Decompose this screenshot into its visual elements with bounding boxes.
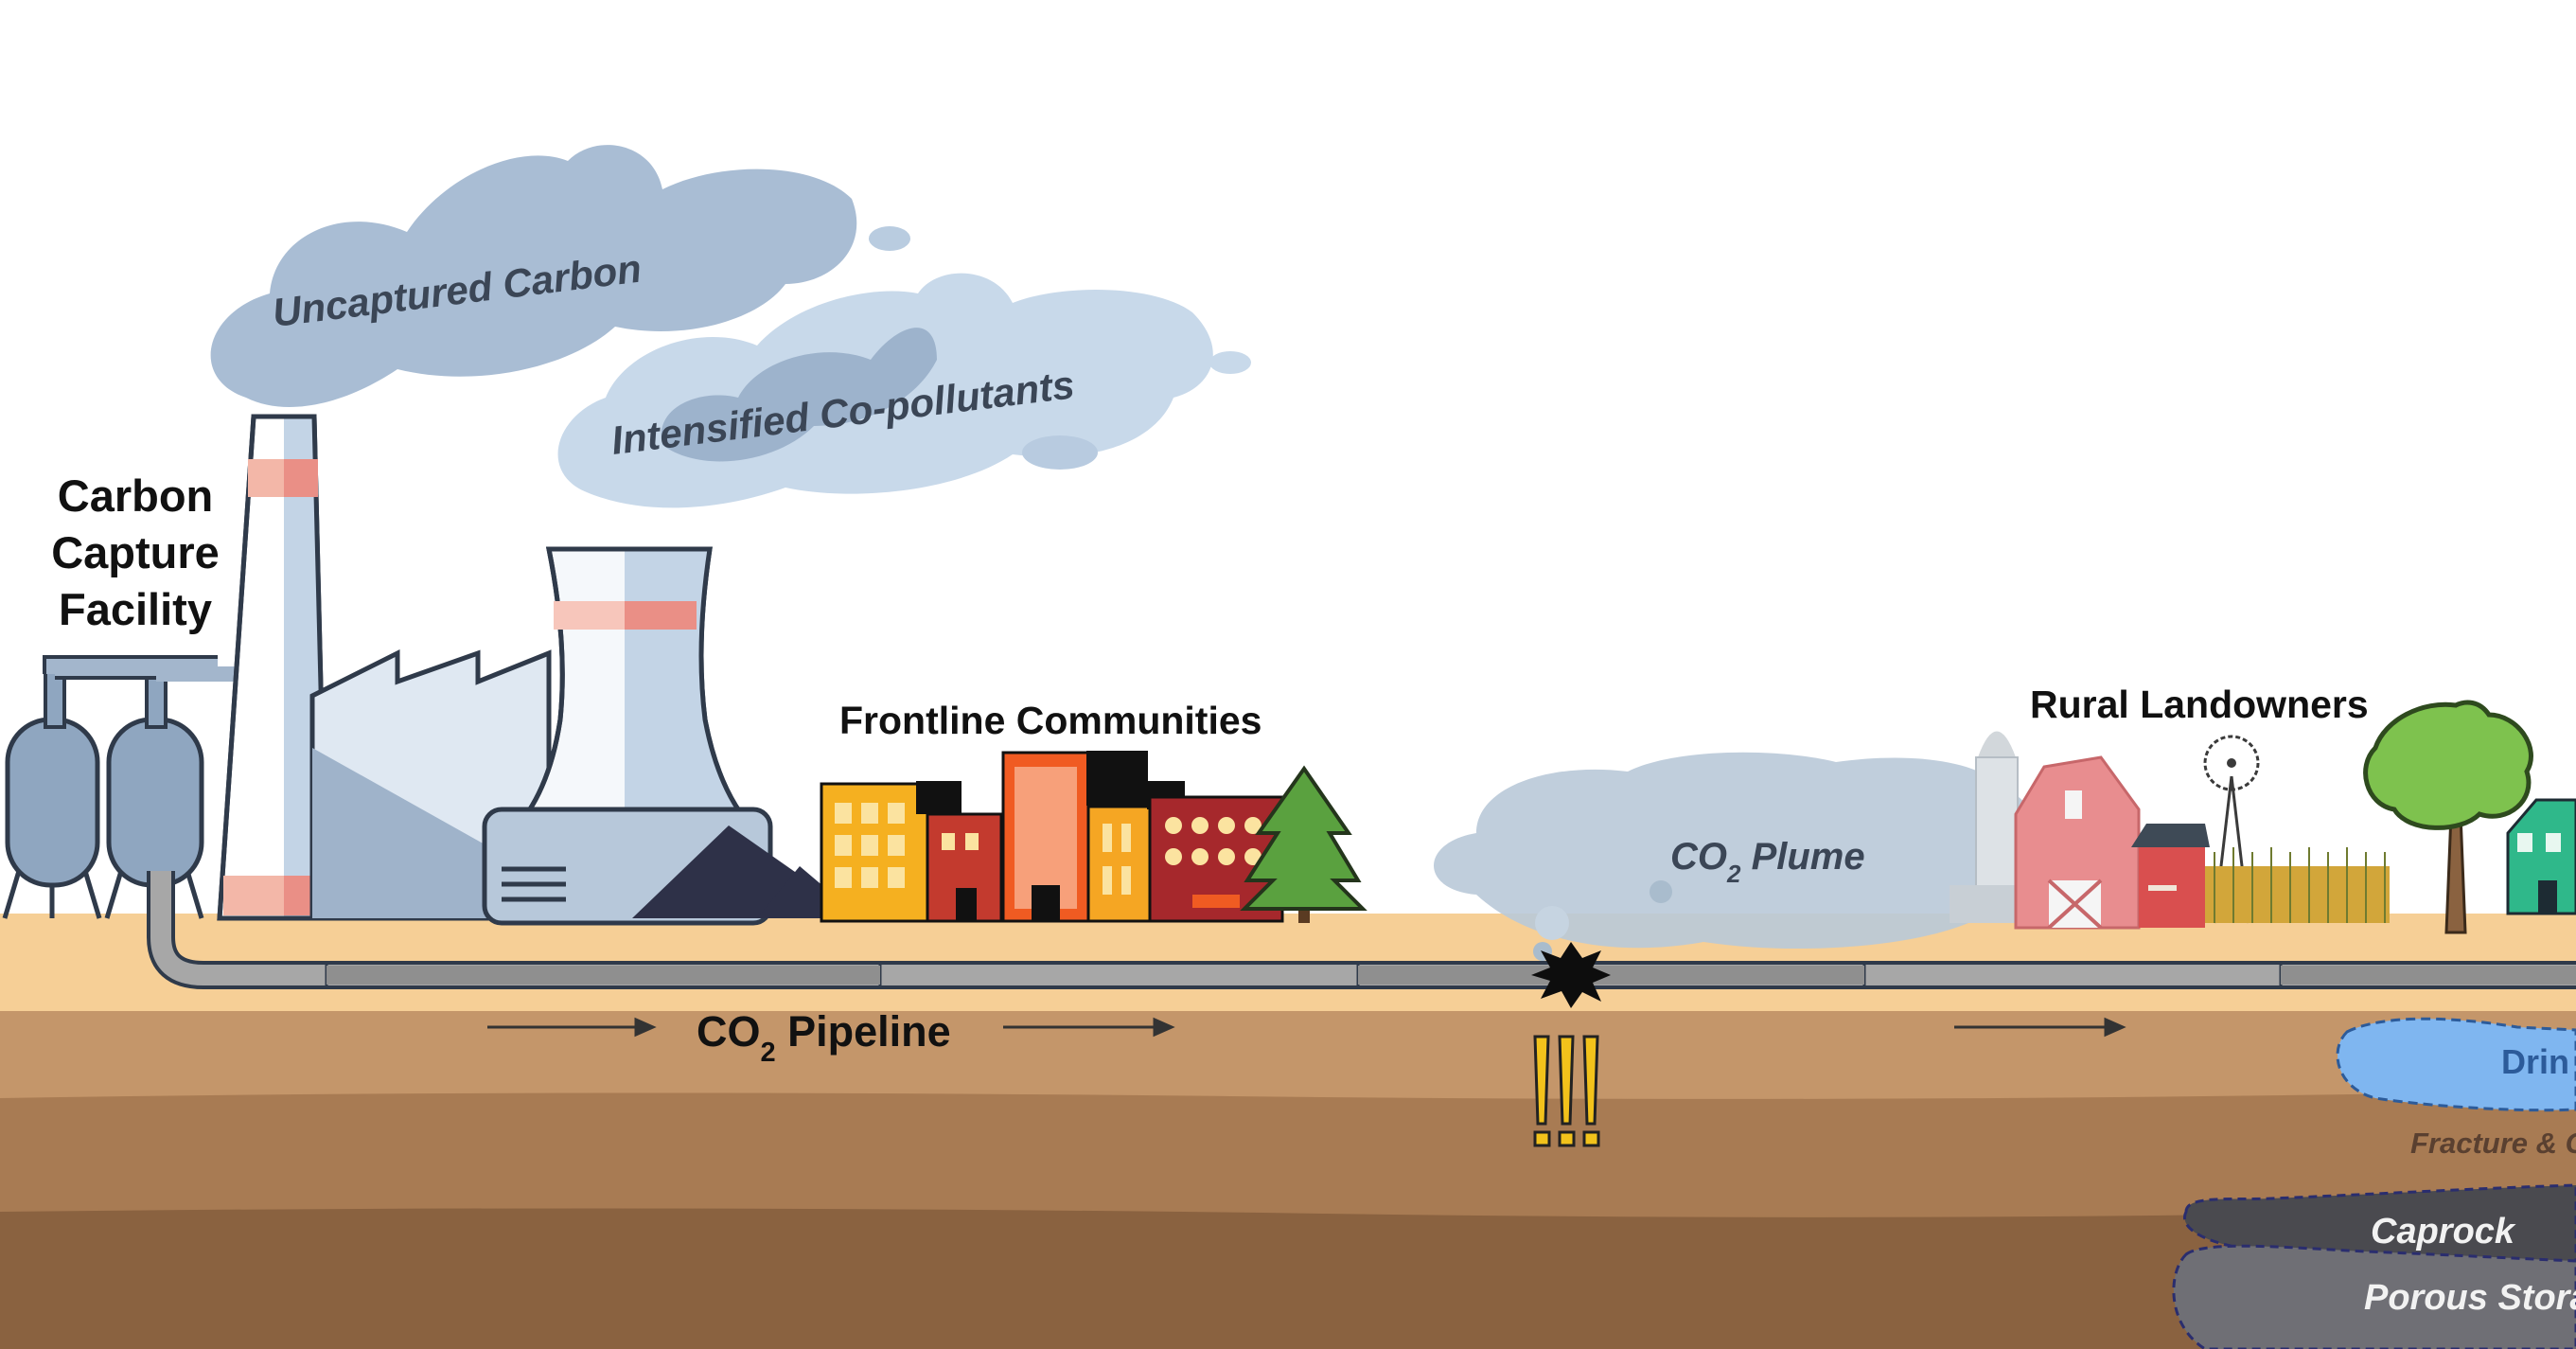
- subsoil-layer: [0, 1091, 2576, 1221]
- barn-icon: [2014, 755, 2210, 930]
- smoke-puff: [1022, 435, 1098, 470]
- co2-pipeline: [147, 871, 2576, 989]
- smoke-cloud-mid: [661, 328, 937, 462]
- facility-label-line2: Capture: [51, 527, 220, 577]
- svg-text:CO2 Plume: CO2 Plume: [1670, 836, 1865, 888]
- pipeline-co-text: CO: [697, 1007, 761, 1056]
- arrow-right-icon: [487, 1017, 657, 1038]
- frontline-communities-label: Frontline Communities: [839, 699, 1262, 742]
- smoke-cloud-dark: [210, 145, 857, 407]
- porous-storage-layer: [2172, 1244, 2576, 1349]
- facility-label-line1: Carbon: [58, 470, 214, 521]
- bedrock-layer: [0, 1208, 2576, 1349]
- soil-layer: [0, 1011, 2576, 1106]
- city-buildings-icon: [820, 751, 1284, 923]
- plume-subscript: 2: [1726, 860, 1741, 888]
- pipeline-subscript: 2: [761, 1038, 776, 1068]
- house-icon: [2506, 798, 2576, 915]
- co2-plume-label: CO2 Plume: [1670, 836, 1865, 888]
- facility-label-line3: Facility: [59, 584, 212, 634]
- pipeline-rest-text: Pipeline: [776, 1007, 951, 1056]
- co2-plume-cloud: [1434, 752, 2032, 961]
- svg-text:CO2 Pipeline: CO2 Pipeline: [697, 1007, 951, 1068]
- carbon-capture-facility: [2, 414, 861, 926]
- vent-icon: [502, 866, 566, 902]
- smoke-puff: [869, 226, 910, 251]
- fracture-label: Fracture & C: [2410, 1127, 2576, 1160]
- plume-rest-text: Plume: [1740, 836, 1864, 878]
- arrow-right-icon: [1003, 1017, 1175, 1038]
- co-pollutants-cloud: [557, 273, 1251, 508]
- drinking-water-aquifer: [2336, 1017, 2576, 1112]
- cornfield-icon: [2205, 847, 2390, 923]
- tree-icon: [2363, 700, 2533, 934]
- arrow-right-icon: [1954, 1017, 2126, 1038]
- co2-pipeline-label: CO2 Pipeline: [697, 1007, 951, 1068]
- rural-landowners-label: Rural Landowners: [2030, 683, 2369, 726]
- uncaptured-carbon-cloud: [210, 145, 910, 407]
- smoke-puff: [1209, 351, 1251, 374]
- storage-tank-icon: [2, 668, 102, 919]
- facility-label: Carbon Capture Facility: [51, 470, 220, 634]
- alert-icon: [1533, 1035, 1600, 1147]
- silo-icon: [1950, 731, 2019, 923]
- drinking-water-label: Drin: [2501, 1042, 2569, 1081]
- porous-storage-label: Porous Stora: [2364, 1278, 2576, 1318]
- plume-co-text: CO: [1670, 836, 1727, 878]
- ground-layers: [0, 914, 2576, 1349]
- caprock-label: Caprock: [2371, 1212, 2516, 1251]
- leak-burst-icon: [1531, 942, 1611, 1008]
- tree-icon: [1240, 765, 1367, 923]
